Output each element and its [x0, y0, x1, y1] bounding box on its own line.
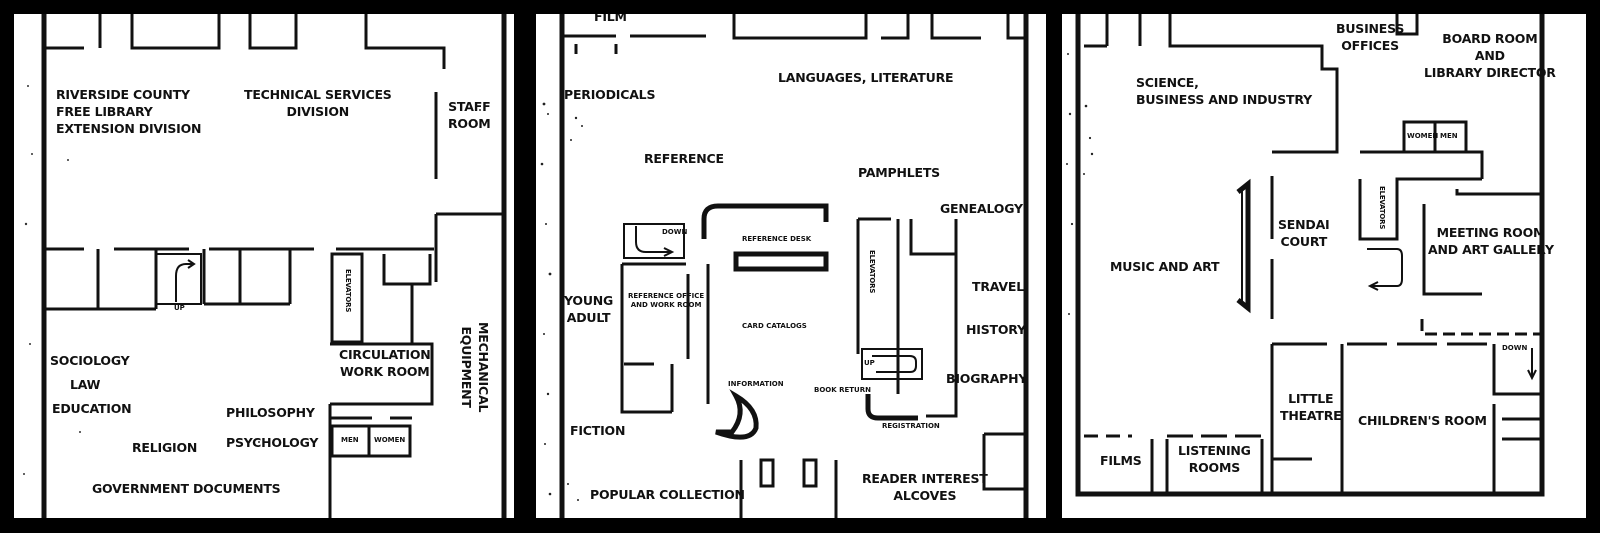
- label-music-and-art: MUSIC AND ART: [1110, 259, 1220, 274]
- label-philosophy: PHILOSOPHY: [226, 405, 315, 420]
- floor-plan-panel-3: BUSINESS OFFICES BOARD ROOM AND LIBRARY …: [1062, 14, 1586, 518]
- label-reference-office: REFERENCE OFFICE AND WORK ROOM: [628, 292, 705, 309]
- label-men: MEN: [1440, 132, 1458, 140]
- label-law: LAW: [70, 377, 101, 392]
- label-reader-interest-alcoves: READER INTEREST ALCOVES: [862, 471, 988, 503]
- label-biography: BIOGRAPHY: [946, 371, 1028, 386]
- label-reference-desk: REFERENCE DESK: [742, 235, 812, 243]
- label-business-offices: BUSINESS OFFICES: [1336, 21, 1405, 53]
- label-science-business-industry: SCIENCE, BUSINESS AND INDUSTRY: [1136, 75, 1312, 107]
- label-riverside-county: RIVERSIDE COUNTY FREE LIBRARY EXTENSION …: [56, 87, 202, 136]
- label-film: FILM: [594, 14, 627, 24]
- label-young-adult: YOUNG ADULT: [564, 293, 614, 325]
- panel-3-walls: [1066, 14, 1545, 497]
- label-up: UP: [174, 304, 185, 312]
- label-listening-rooms: LISTENING ROOMS: [1178, 443, 1251, 475]
- label-fiction: FICTION: [570, 423, 626, 438]
- label-women: WOMEN: [374, 436, 406, 444]
- label-films: FILMS: [1100, 453, 1142, 468]
- label-circulation-work-room: CIRCULATION WORK ROOM: [339, 347, 431, 379]
- panel-2-walls: [540, 14, 1029, 518]
- label-men: MEN: [341, 436, 359, 444]
- label-popular-collection: POPULAR COLLECTION: [590, 487, 745, 502]
- label-women: WOMEN: [1407, 132, 1439, 140]
- panel-1-walls: [23, 14, 507, 518]
- label-sendai-court: SENDAI COURT: [1278, 217, 1330, 249]
- floor-plan-panel-1: RIVERSIDE COUNTY FREE LIBRARY EXTENSION …: [14, 14, 514, 518]
- label-elevators: ELEVATORS: [1378, 186, 1386, 230]
- floor-plan-panel-2: FILM PERIODICALS LANGUAGES, LITERATURE R…: [536, 14, 1046, 518]
- label-childrens-room: CHILDREN'S ROOM: [1358, 413, 1487, 428]
- label-elevators: ELEVATORS: [344, 269, 352, 313]
- label-little-theatre: LITTLE THEATRE: [1280, 391, 1342, 423]
- label-genealogy: GENEALOGY: [940, 201, 1023, 216]
- label-meeting-room: MEETING ROOM AND ART GALLERY: [1428, 225, 1554, 257]
- label-registration: REGISTRATION: [882, 422, 940, 430]
- label-elevators: ELEVATORS: [868, 250, 876, 294]
- label-information: INFORMATION: [728, 380, 784, 388]
- label-languages-literature: LANGUAGES, LITERATURE: [778, 70, 954, 85]
- label-travel: TRAVEL: [972, 279, 1024, 294]
- label-pamphlets: PAMPHLETS: [858, 165, 940, 180]
- label-sociology: SOCIOLOGY: [50, 353, 130, 368]
- label-board-room: BOARD ROOM AND LIBRARY DIRECTOR: [1424, 31, 1556, 80]
- label-history: HISTORY: [966, 322, 1026, 337]
- label-education: EDUCATION: [52, 401, 132, 416]
- label-up: UP: [864, 359, 875, 367]
- label-religion: RELIGION: [132, 440, 198, 455]
- label-staff-room: STAFF ROOM: [448, 99, 491, 131]
- label-technical-services: TECHNICAL SERVICES DIVISION: [244, 87, 392, 119]
- label-down: DOWN: [662, 228, 688, 236]
- label-down: DOWN: [1502, 344, 1528, 352]
- label-government-documents: GOVERNMENT DOCUMENTS: [92, 481, 281, 496]
- label-card-catalogs: CARD CATALOGS: [742, 322, 807, 330]
- label-psychology: PSYCHOLOGY: [226, 435, 319, 450]
- label-periodicals: PERIODICALS: [564, 87, 656, 102]
- label-book-return: BOOK RETURN: [814, 386, 871, 394]
- label-reference: REFERENCE: [644, 151, 724, 166]
- label-mechanical-equipment: MECHANICAL EQUIPMENT: [459, 322, 491, 413]
